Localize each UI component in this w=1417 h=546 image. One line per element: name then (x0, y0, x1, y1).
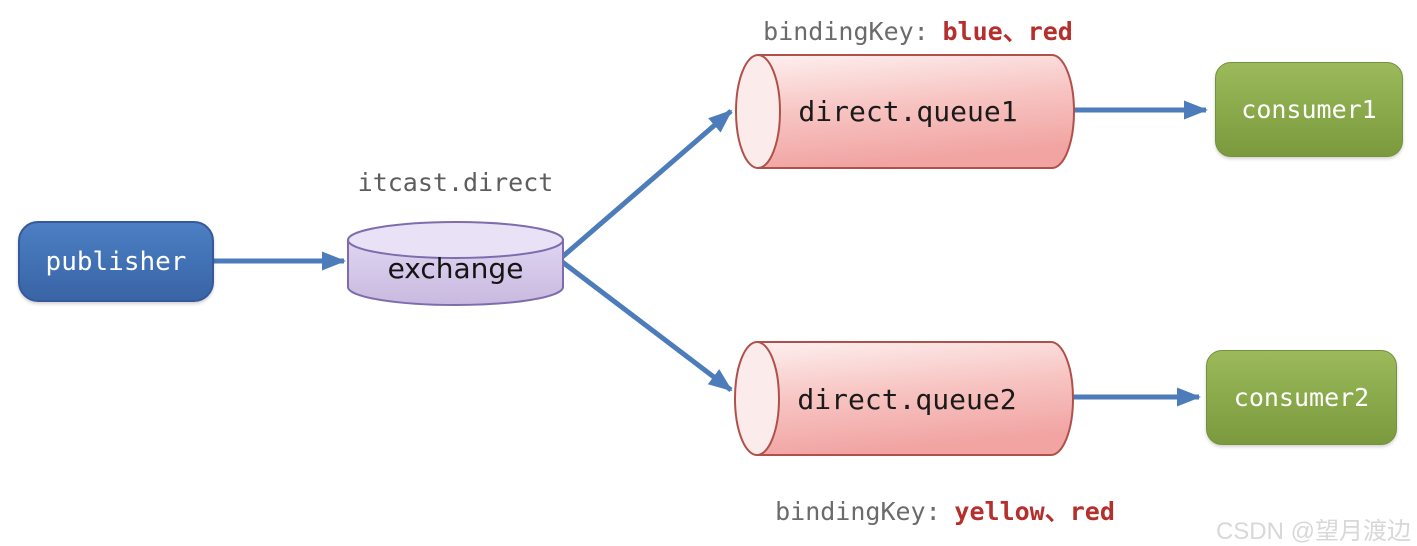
binding-key-top-values: blue、red (942, 17, 1073, 46)
consumer2-node: consumer2 (1206, 350, 1397, 445)
exchange-label: exchange (387, 252, 524, 285)
queue1-cylinder (735, 54, 1075, 169)
publisher-label: publisher (45, 246, 187, 277)
arrow-exchange-to-queue2 (559, 259, 733, 392)
binding-key-top-prefix: bindingKey: (763, 17, 929, 46)
binding-key-top-label: bindingKey: blue、red (700, 12, 1136, 48)
consumer2-label: consumer2 (1233, 383, 1370, 412)
queue2-label: direct.queue2 (797, 383, 1017, 416)
watermark: CSDN @望月渡边 (1215, 518, 1411, 545)
publisher-node: publisher (18, 221, 214, 302)
binding-key-bottom-label: bindingKey: yellow、red (715, 492, 1175, 528)
exchange-cylinder (347, 221, 564, 306)
arrow-exchange-to-queue1 (559, 109, 733, 260)
exchange-name-label: itcast.direct (357, 168, 554, 197)
queue2-cylinder (734, 341, 1074, 456)
queue1-label: direct.queue1 (798, 95, 1018, 128)
consumer1-node: consumer1 (1215, 62, 1403, 157)
binding-key-bottom-values: yellow、red (954, 497, 1115, 526)
consumer1-label: consumer1 (1241, 95, 1377, 124)
binding-key-bottom-prefix: bindingKey: (775, 497, 941, 526)
